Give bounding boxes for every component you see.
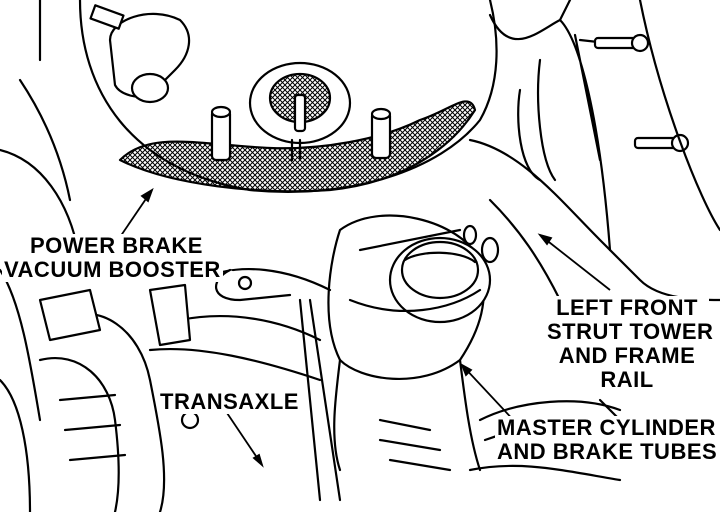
master-leader <box>461 364 519 426</box>
transaxle-label-line1: TRANSAXLE <box>160 389 299 414</box>
booster-label-line1: POWER BRAKE <box>30 233 203 258</box>
booster-label: POWER BRAKE <box>28 234 205 258</box>
strut-leader <box>539 234 611 291</box>
booster-label-line2: VACUUM BOOSTER <box>4 257 221 282</box>
check-valve <box>108 12 191 99</box>
transaxle-label: TRANSAXLE <box>158 390 301 414</box>
strut-label-line1: LEFT FRONT <box>556 295 698 320</box>
strut-label-line4: RAIL <box>600 367 654 392</box>
transaxle-leader <box>224 409 263 466</box>
master-label: MASTER CYLINDER AND BRAKE TUBES <box>495 415 720 464</box>
master-label-line2: AND BRAKE TUBES <box>497 439 718 464</box>
vacuum-hose <box>38 312 166 512</box>
master-label-line1: MASTER CYLINDER <box>497 415 716 440</box>
booster-label-2: VACUUM BOOSTER <box>2 258 223 282</box>
strut-label-line2: STRUT TOWER <box>547 319 714 344</box>
strut-label-line3: AND FRAME <box>558 343 696 368</box>
booster-hatched-band <box>118 100 477 193</box>
strut-label: LEFT FRONT STRUT TOWER AND FRAME RAIL <box>545 295 714 392</box>
